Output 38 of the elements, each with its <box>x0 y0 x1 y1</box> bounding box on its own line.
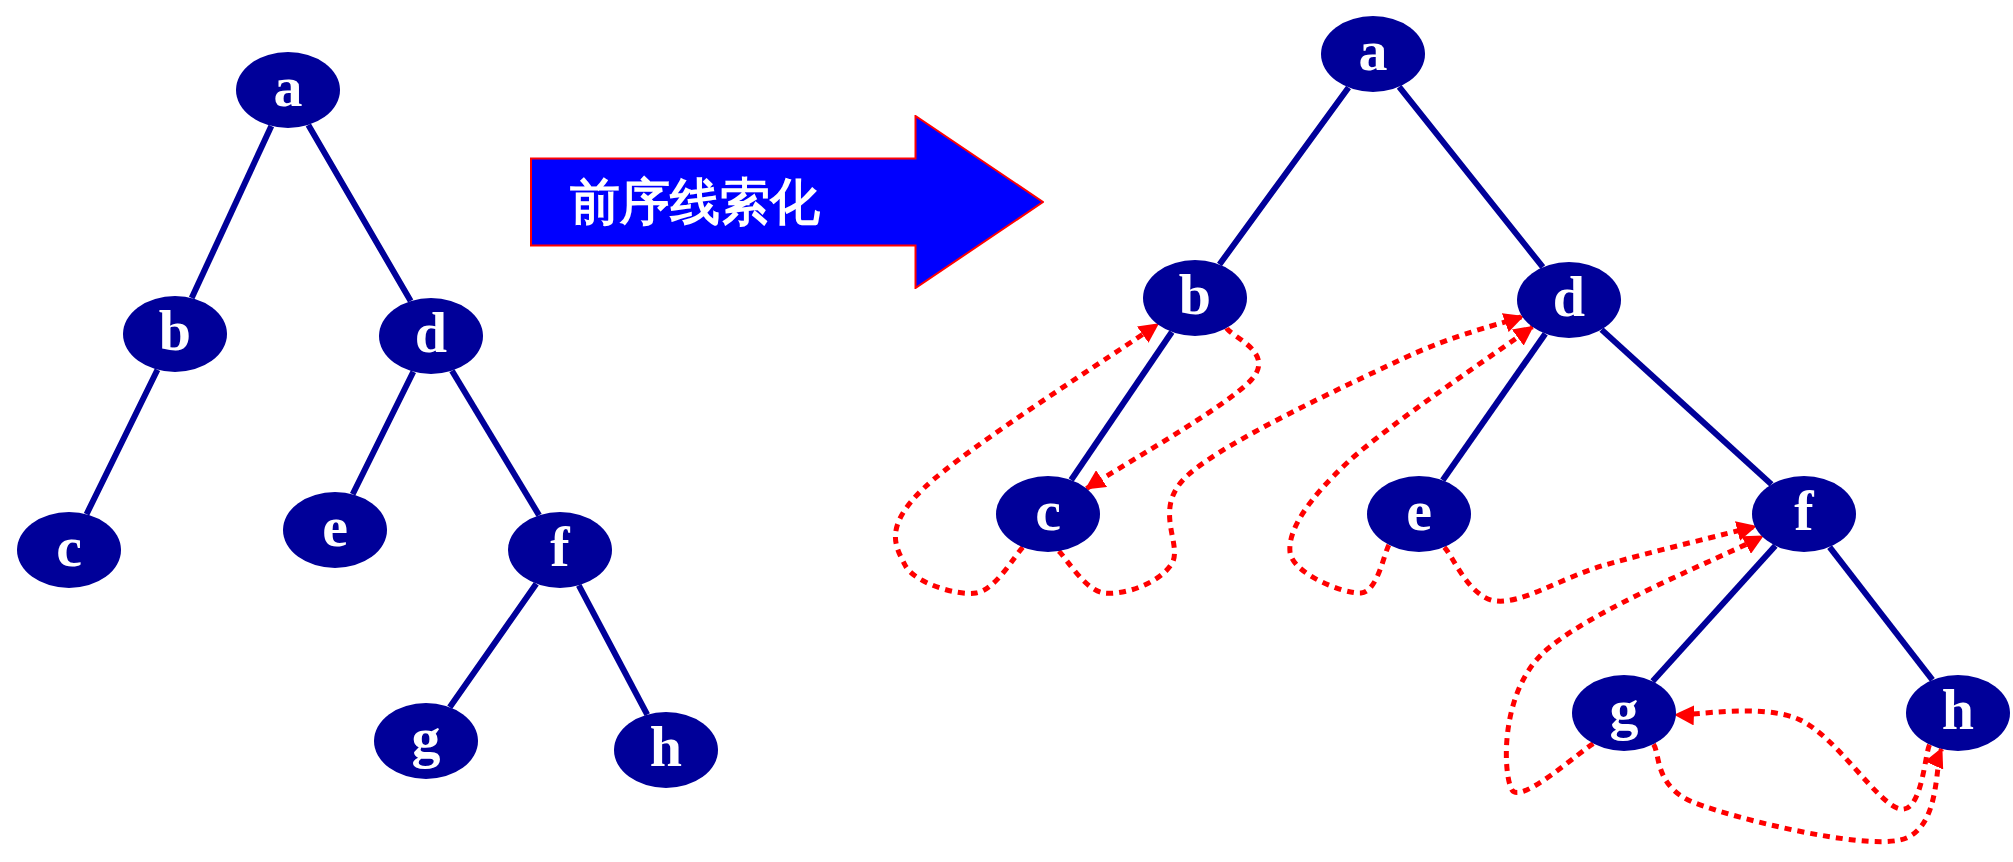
tree-node: b <box>1143 260 1247 336</box>
tree-node: d <box>1517 262 1621 338</box>
tree-node: e <box>1367 476 1471 552</box>
tree-node: f <box>508 512 612 588</box>
tree-edge <box>83 368 161 516</box>
tree-node: g <box>1572 675 1676 751</box>
tree-node: a <box>236 52 340 128</box>
tree-edge <box>576 584 650 716</box>
thread-arrow <box>893 322 1160 596</box>
tree-node: e <box>283 492 387 568</box>
tree-edge <box>1217 85 1351 267</box>
tree-node: h <box>1906 675 2010 751</box>
tree-node: g <box>374 703 478 779</box>
tree-edge <box>1068 330 1175 482</box>
tree-edge <box>350 370 416 496</box>
thread-arrow <box>1442 521 1757 604</box>
tree-edge <box>447 582 539 709</box>
tree-node: d <box>379 298 483 374</box>
tree-edge <box>449 369 542 517</box>
tree-node: f <box>1752 476 1856 552</box>
thread-arrow <box>1503 534 1764 795</box>
thread-arrow <box>1287 324 1534 596</box>
tree-edge <box>188 124 275 300</box>
tree-node: c <box>996 476 1100 552</box>
tree-edge <box>1396 84 1546 270</box>
tree-node: a <box>1321 16 1425 92</box>
arrow-label: 前序线索化 <box>570 177 820 227</box>
tree-node: c <box>17 512 121 588</box>
tree-node: b <box>123 296 227 372</box>
tree-edge <box>305 123 414 303</box>
tree-edge <box>1827 545 1935 682</box>
thread-arrow <box>1056 312 1525 596</box>
tree-node: h <box>614 712 718 788</box>
tree-edge <box>1440 332 1548 482</box>
thread-arrow <box>1084 326 1261 491</box>
tree-edge <box>1599 327 1774 487</box>
thread-arrow <box>1651 743 1946 844</box>
tree-edge <box>1650 543 1778 684</box>
